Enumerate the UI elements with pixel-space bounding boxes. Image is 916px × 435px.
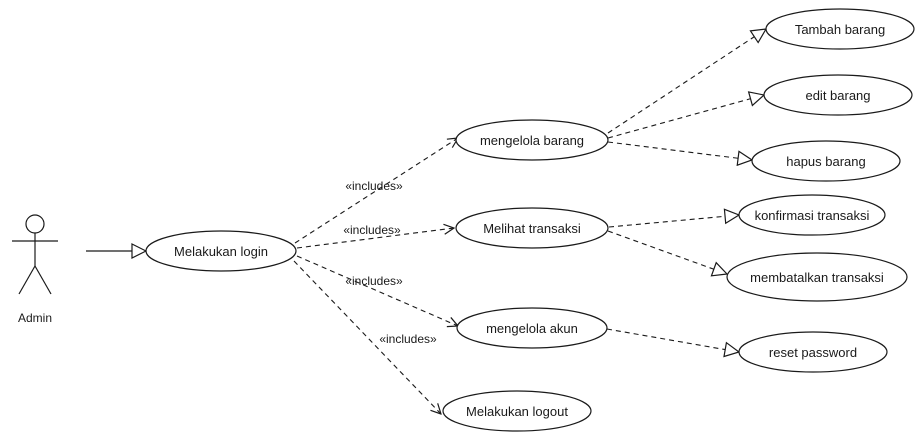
edge-barang-hapus	[607, 141, 752, 160]
use-case-hapus-barang	[751, 140, 901, 182]
use-case-logout-label: Melakukan logout	[466, 404, 568, 419]
edge-transaksi-batal	[607, 230, 727, 274]
use-case-reset-password-label: reset password	[769, 345, 857, 360]
includes-label-barang: «includes»	[345, 179, 403, 193]
edge-barang-edit	[607, 95, 764, 139]
use-case-mengelola-akun-label: mengelola akun	[486, 321, 578, 336]
use-case-login	[145, 230, 297, 272]
use-case-edit-barang	[763, 74, 913, 116]
actor-left-leg	[18, 265, 36, 295]
use-case-edit-barang-label: edit barang	[805, 88, 870, 103]
includes-label-logout: «includes»	[379, 332, 437, 346]
use-case-mengelola-barang-label: mengelola barang	[480, 133, 584, 148]
actor-head	[25, 214, 45, 234]
edge-akun-reset	[606, 328, 739, 352]
use-case-logout	[442, 390, 592, 432]
use-case-konfirmasi-transaksi	[738, 194, 886, 236]
use-case-melihat-transaksi-label: Melihat transaksi	[483, 221, 581, 236]
edge-barang-tambah	[607, 29, 766, 134]
use-case-mengelola-barang	[455, 119, 609, 161]
use-case-mengelola-akun	[456, 307, 608, 349]
use-case-hapus-barang-label: hapus barang	[786, 154, 866, 169]
edge-transaksi-konfirmasi	[608, 215, 739, 228]
use-case-reset-password	[738, 331, 888, 373]
include-edge-akun	[296, 255, 458, 326]
includes-label-transaksi: «includes»	[343, 223, 401, 237]
actor-label: Admin	[18, 311, 52, 325]
use-case-membatalkan-transaksi-label: membatalkan transaksi	[750, 270, 884, 285]
actor-admin	[12, 214, 58, 295]
use-case-tambah-barang-label: Tambah barang	[795, 22, 885, 37]
includes-label-akun: «includes»	[345, 274, 403, 288]
use-case-membatalkan-transaksi	[726, 252, 908, 302]
use-case-login-label: Melakukan login	[174, 244, 268, 259]
use-case-konfirmasi-transaksi-label: konfirmasi transaksi	[755, 208, 870, 223]
use-case-tambah-barang	[765, 8, 915, 50]
actor-right-leg	[34, 265, 52, 295]
use-case-melihat-transaksi	[455, 207, 609, 249]
